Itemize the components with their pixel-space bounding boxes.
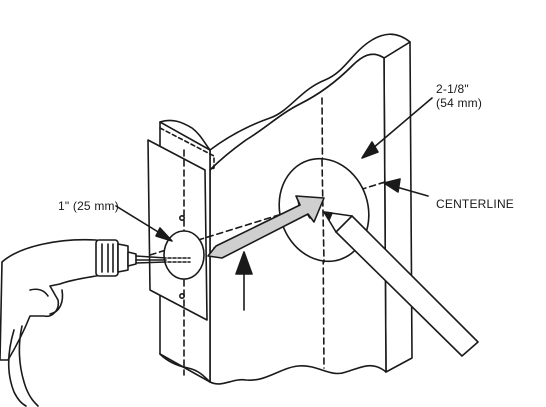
label-large-hole-size: 2-1/8": [436, 82, 469, 96]
template-pin-bottom: [179, 292, 186, 299]
door-edge-top: [159, 119, 211, 151]
pencil-tip: [323, 211, 333, 221]
template-sheet: [147, 139, 208, 321]
pencil-cone-base: [335, 215, 353, 233]
leader-large-hole: [365, 97, 433, 155]
depth-arrow-body: [207, 195, 325, 259]
small-hole: [163, 230, 205, 280]
leader-centerline-head: [383, 178, 401, 193]
up-arrow-head: [235, 251, 253, 275]
label-large-hole-metric: (54 mm): [436, 96, 483, 110]
drill-icon: [0, 238, 191, 407]
label-small-hole: 1" (25 mm): [58, 199, 119, 213]
door-side-panel: [383, 41, 413, 373]
label-centerline: CENTERLINE: [436, 197, 515, 211]
leader-large-hole-head: [361, 141, 379, 159]
door-bottom-wave: [159, 353, 211, 383]
pencil-icon: [323, 211, 479, 357]
template-pin-top: [179, 215, 186, 222]
face-centerline-over-hole: [321, 159, 325, 263]
leader-small-hole-head: [155, 227, 173, 242]
template-flap: [159, 127, 215, 171]
